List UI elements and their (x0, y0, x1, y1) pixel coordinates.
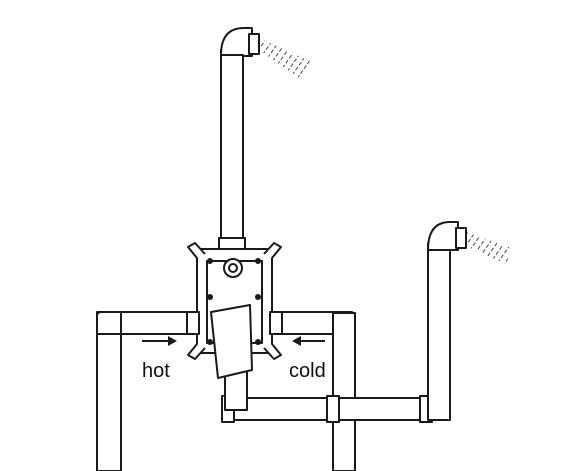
bath-spout-nozzle (455, 227, 467, 249)
mounting-ear-bottom-left (187, 343, 206, 360)
diverter-cartridge-core (228, 263, 238, 273)
screw-icon (255, 258, 261, 264)
hot-label: hot (142, 360, 170, 382)
screw-icon (207, 339, 213, 345)
shower-elbow (220, 27, 253, 57)
screw-icon (207, 258, 213, 264)
shower-head-nozzle (248, 33, 260, 55)
bath-branch-joint-mid (326, 395, 340, 423)
cold-riser-pipe (332, 312, 356, 471)
water-spray-icon (466, 232, 512, 264)
mixer-handle (210, 304, 253, 379)
bath-elbow (427, 221, 459, 251)
mounting-ear-top-left (187, 242, 206, 259)
mounting-ear-bottom-right (263, 343, 282, 360)
water-spray-icon (259, 38, 312, 80)
screw-icon (255, 294, 261, 300)
hot-elbow (96, 311, 122, 335)
hot-inlet-fitting (186, 311, 200, 335)
cold-inlet-fitting (269, 311, 283, 335)
hot-riser-pipe (96, 312, 122, 471)
cold-label: cold (289, 360, 326, 382)
mounting-ear-top-right (263, 242, 282, 259)
screw-icon (255, 339, 261, 345)
shower-riser-pipe (220, 49, 244, 246)
arrow-left-icon (292, 336, 325, 346)
arrow-right-icon (142, 336, 177, 346)
mixer-screws (207, 258, 261, 345)
bath-riser-pipe (427, 242, 451, 421)
screw-icon (207, 294, 213, 300)
